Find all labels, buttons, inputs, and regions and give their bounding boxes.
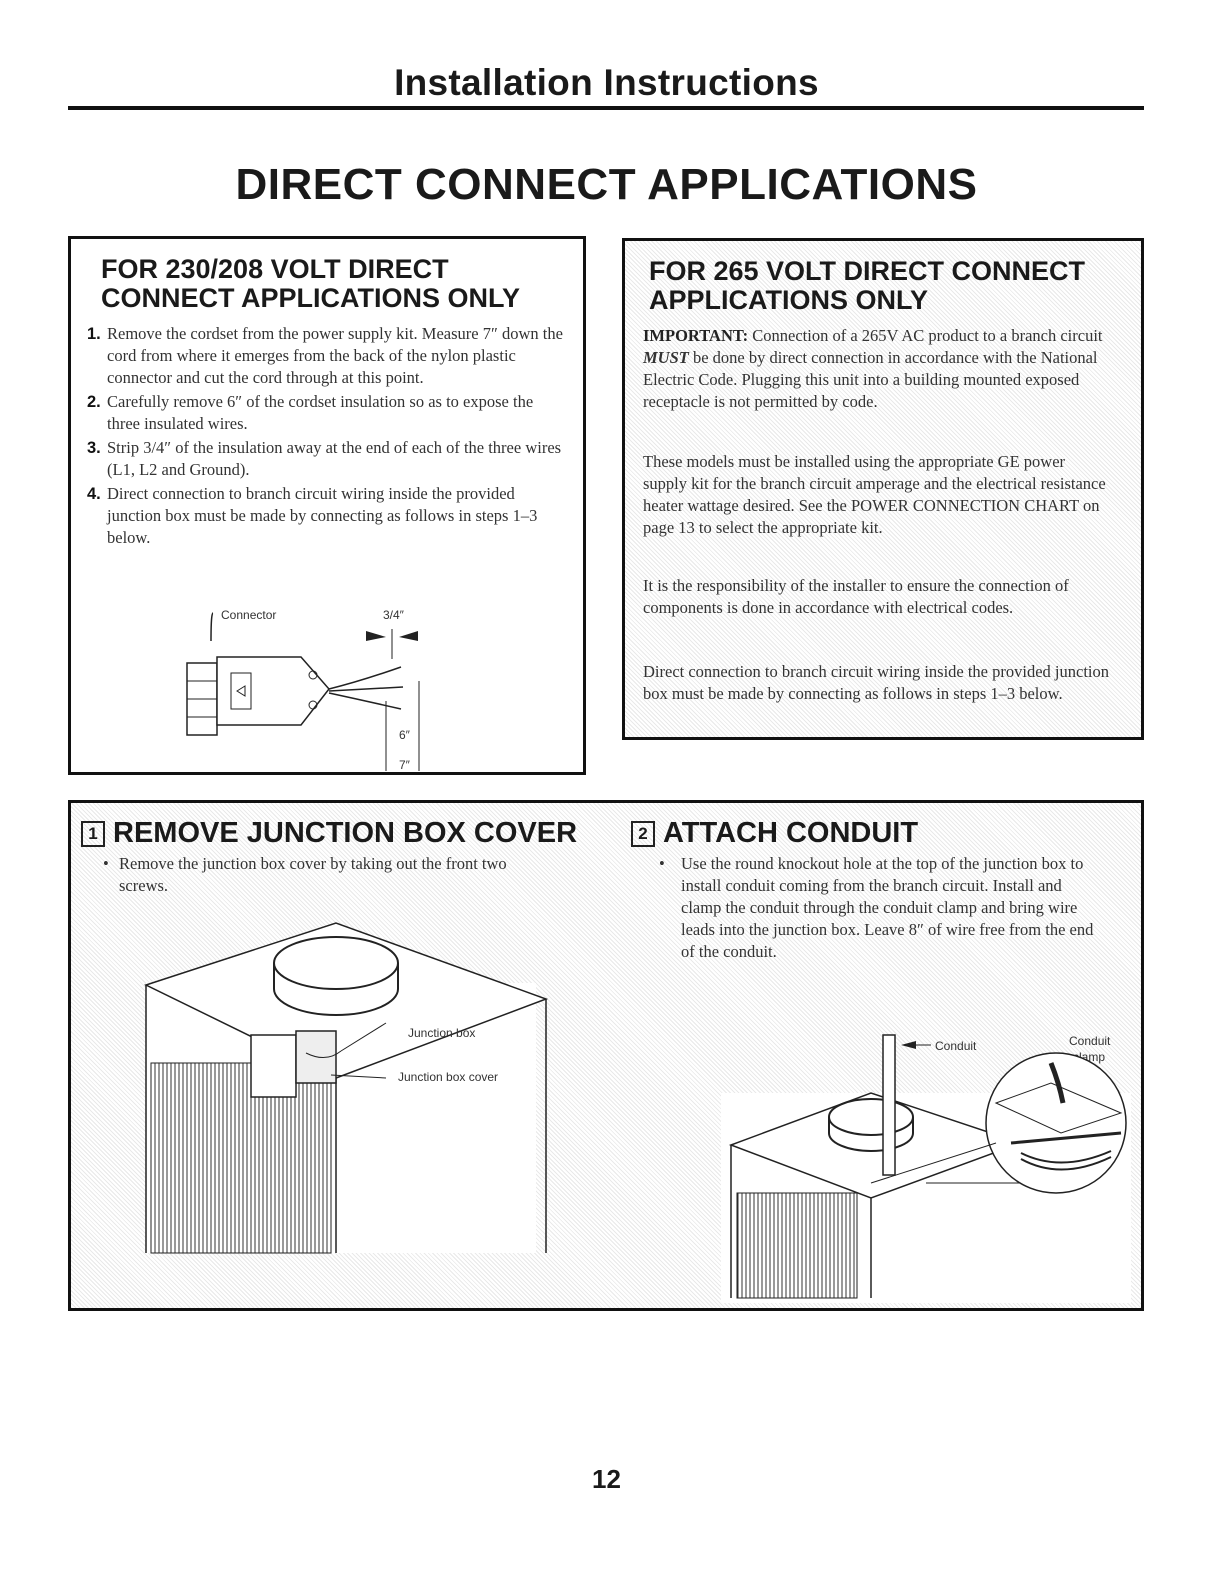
step2-bullet: • (659, 854, 665, 873)
important-label: IMPORTANT: (643, 326, 749, 345)
page-header-title: Installation Instructions (394, 62, 819, 103)
detail-box-top (994, 1082, 1123, 1134)
section-230-heading: FOR 230/208 VOLT DIRECT CONNECT APPLICAT… (101, 255, 520, 313)
step-item: 1. Remove the cordset from the power supp… (79, 323, 564, 389)
step-number: 2. (87, 393, 101, 411)
important-text-pre: Connection of a 265V AC product to a bra… (752, 326, 1103, 345)
step2-text: Use the round knockout hole at the top o… (681, 854, 1094, 961)
latch-arrow-icon (236, 685, 246, 697)
responsibility-paragraph: It is the responsibility of the installe… (643, 576, 1069, 617)
junction-box-label: Junction box (408, 1026, 475, 1040)
step1-heading: 1 REMOVE JUNCTION BOX COVER (81, 817, 577, 850)
arrow-right-icon (366, 631, 386, 641)
step2-heading: 2 ATTACH CONDUIT (631, 817, 918, 850)
step-item: 2. Carefully remove 6″ of the cordset ins… (79, 391, 564, 435)
section-265-heading-line1: FOR 265 VOLT DIRECT CONNECT (649, 256, 1086, 286)
screw-icon (308, 700, 318, 710)
leader-line (330, 1074, 387, 1079)
six-inch-label: 6″ (399, 728, 411, 742)
step-text: Carefully remove 6″ of the cordset insul… (107, 392, 534, 433)
connector-diagram: Connector 3/4″ 6″ 7″ (186, 608, 420, 771)
wire-line (328, 666, 402, 690)
page-number: 12 (592, 1464, 621, 1494)
step-number: 1. (87, 325, 101, 343)
section-230-208-volt: FOR 230/208 VOLT DIRECT CONNECT APPLICAT… (68, 236, 586, 775)
step-text: Direct connection to branch circuit wiri… (107, 484, 538, 547)
step2-number: 2 (631, 820, 655, 847)
attach-conduit-figure: Conduit Conduit clamp (721, 1034, 1131, 1303)
section-265-heading: FOR 265 VOLT DIRECT CONNECT APPLICATIONS… (649, 257, 1085, 315)
step1-text: Remove the junction box cover by taking … (119, 854, 507, 895)
step-number: 3. (87, 439, 101, 457)
step-text: Strip 3/4″ of the insulation away at the… (107, 438, 562, 479)
header-rule (68, 106, 1144, 110)
important-paragraph: IMPORTANT: Connection of a 265V AC produ… (643, 325, 1111, 413)
grille (150, 1062, 332, 1254)
important-must: MUST (643, 348, 689, 367)
junction-box-cover-shape (250, 1034, 297, 1098)
step1-number: 1 (81, 820, 105, 847)
clamp-shape (1048, 1062, 1066, 1104)
conduit-label: Conduit (935, 1039, 977, 1053)
section-230-heading-line1: FOR 230/208 VOLT DIRECT (101, 254, 449, 284)
step-item: 3. Strip 3/4″ of the insulation away at t… (79, 437, 564, 481)
wire-line (328, 692, 402, 710)
arrow-left-icon (901, 1041, 916, 1049)
leader-line (870, 1142, 997, 1184)
page-title: DIRECT CONNECT APPLICATIONS (235, 160, 978, 209)
section-265-heading-line2: APPLICATIONS ONLY (649, 285, 929, 315)
step1-bullet: • (103, 854, 109, 873)
kit-paragraph: These models must be installed using the… (643, 452, 1106, 537)
junction-box-cover-label: Junction box cover (398, 1070, 498, 1084)
seven-inch-label: 7″ (399, 758, 411, 771)
step-item: 4. Direct connection to branch circuit wi… (79, 483, 564, 549)
grille (736, 1192, 858, 1299)
section-230-steps: 1. Remove the cordset from the power supp… (79, 323, 564, 551)
round-opening (828, 1098, 914, 1136)
section-265-volt: FOR 265 VOLT DIRECT CONNECT APPLICATIONS… (622, 238, 1144, 740)
conduit-shape (882, 1034, 896, 1176)
direct-connection-paragraph: Direct connection to branch circuit wiri… (643, 662, 1109, 703)
step1-title: REMOVE JUNCTION BOX COVER (113, 817, 578, 849)
wire-line (328, 686, 404, 692)
section-230-heading-line2: CONNECT APPLICATIONS ONLY (101, 283, 521, 313)
step-number: 4. (87, 485, 101, 503)
connector-label: Connector (221, 608, 276, 622)
connector-leader-line (210, 612, 214, 642)
connector-latch (230, 672, 252, 710)
arrow-left-icon (399, 631, 418, 641)
step2-title: ATTACH CONDUIT (663, 817, 919, 849)
junction-box-cover-figure: Junction box Junction box cover (144, 922, 549, 1254)
leader-line (340, 1022, 387, 1052)
round-opening (273, 936, 399, 990)
connector-body (216, 656, 330, 726)
conduit-clamp-label-line1: Conduit (1069, 1034, 1111, 1048)
steps-panel: 1 REMOVE JUNCTION BOX COVER • Remove the… (68, 800, 1144, 1311)
strip-length-label: 3/4″ (383, 608, 405, 622)
screw-icon (308, 670, 318, 680)
important-text-post: be done by direct connection in accordan… (643, 348, 1098, 411)
step-text: Remove the cordset from the power supply… (107, 324, 563, 387)
